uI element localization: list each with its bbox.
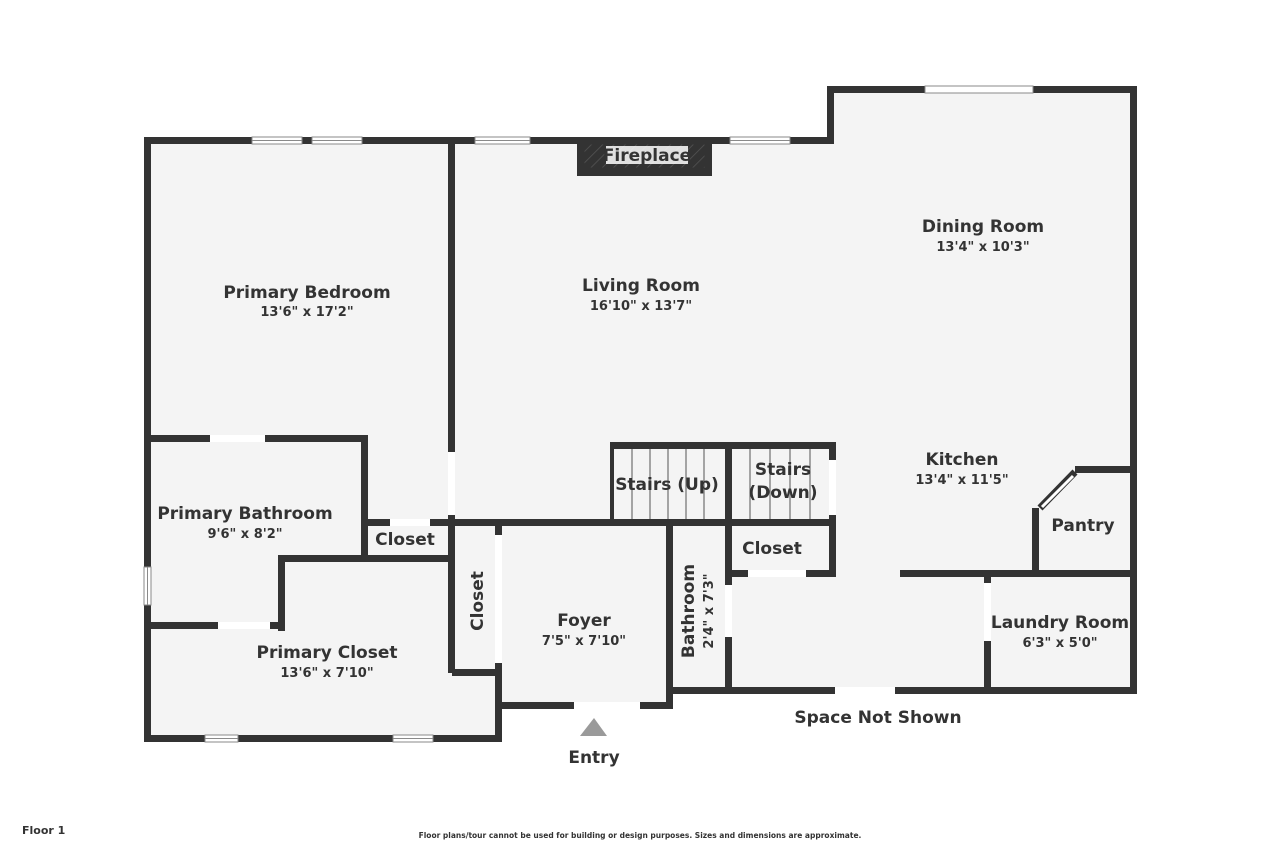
disclaimer: Floor plans/tour cannot be used for buil… [418, 831, 862, 840]
primary-closet-dim: 13'6" x 7'10" [280, 666, 373, 681]
fireplace: Fireplace [583, 143, 706, 169]
laundry-room-dim: 6'3" x 5'0" [1022, 636, 1097, 651]
living-room-name: Living Room [582, 276, 700, 296]
dining-room-name: Dining Room [922, 217, 1044, 237]
laundry-room-name: Laundry Room [991, 613, 1129, 633]
stairs-up [631, 449, 705, 519]
primary-closet-name: Primary Closet [257, 643, 398, 663]
foyer-dim: 7'5" x 7'10" [542, 634, 626, 649]
dining-room-dim: 13'4" x 10'3" [936, 240, 1029, 255]
kitchen-name: Kitchen [926, 450, 999, 470]
floor-label: Floor 1 [22, 824, 66, 837]
closet-b-name: Closet [468, 571, 488, 631]
living-room-dim: 16'10" x 13'7" [590, 299, 692, 314]
foyer-name: Foyer [557, 611, 611, 631]
kitchen-dim: 13'4" x 11'5" [915, 473, 1008, 488]
closet-a-name: Closet [375, 530, 435, 550]
primary-bathroom-name: Primary Bathroom [157, 504, 332, 524]
entry-marker: Entry [568, 718, 620, 768]
pantry-name: Pantry [1051, 516, 1114, 536]
entry-arrow-icon [580, 718, 607, 736]
stairs-down-label-1: Stairs [755, 460, 811, 480]
room-labels: Primary Bedroom 13'6" x 17'2" Living Roo… [157, 217, 1129, 728]
fireplace-label: Fireplace [603, 146, 691, 166]
entry-label: Entry [568, 748, 619, 768]
stairs-down [749, 449, 811, 519]
closet-c-name: Closet [742, 539, 802, 559]
bathroom-dim: 2'4" x 7'3" [702, 573, 717, 648]
primary-bathroom-dim: 9'6" x 8'2" [207, 527, 282, 542]
primary-bedroom-dim: 13'6" x 17'2" [260, 305, 353, 320]
stairs-up-label: Stairs (Up) [615, 475, 719, 495]
primary-bedroom-name: Primary Bedroom [223, 283, 390, 303]
stairs-down-label-2: (Down) [748, 483, 817, 503]
bathroom-name: Bathroom [679, 564, 699, 658]
windows [143, 85, 1078, 743]
floor-fills [148, 90, 1133, 738]
space-not-shown-label: Space Not Shown [794, 708, 961, 728]
